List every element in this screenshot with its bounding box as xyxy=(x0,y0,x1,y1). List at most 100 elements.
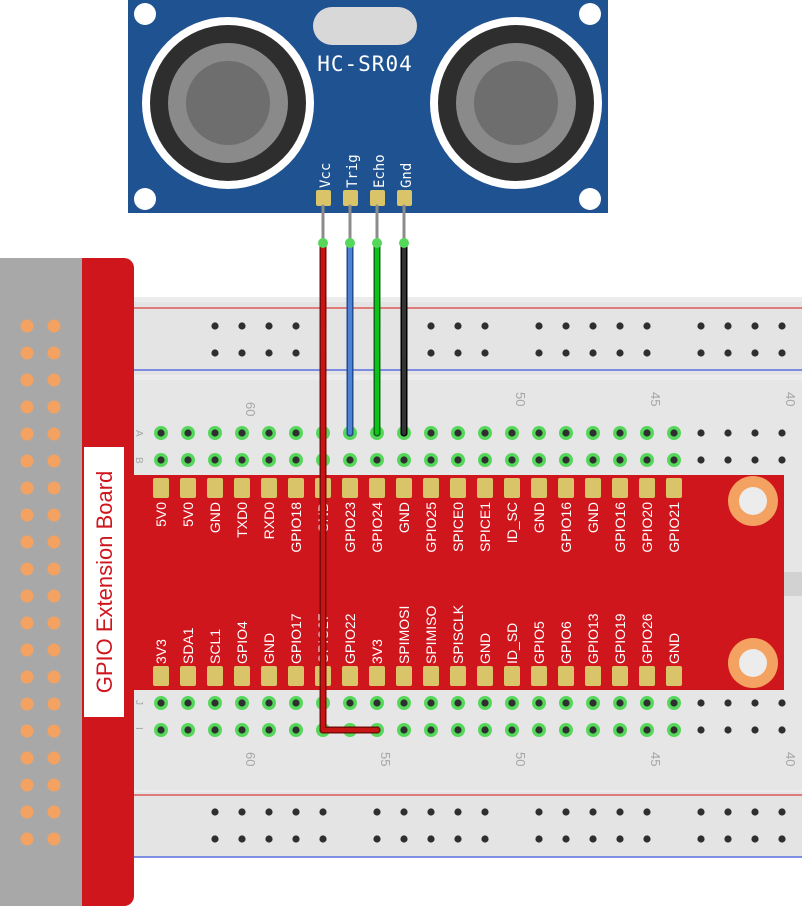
breadboard-hole[interactable] xyxy=(184,456,192,464)
breadboard-hole[interactable] xyxy=(535,456,543,464)
rail-hole[interactable] xyxy=(589,349,597,357)
rail-hole[interactable] xyxy=(643,322,651,330)
breadboard-hole[interactable] xyxy=(238,456,246,464)
breadboard-hole[interactable] xyxy=(346,456,354,464)
breadboard-hole[interactable] xyxy=(724,726,732,734)
rail-hole[interactable] xyxy=(535,349,543,357)
rail-hole[interactable] xyxy=(427,322,435,330)
breadboard-hole[interactable] xyxy=(481,726,489,734)
breadboard-hole[interactable] xyxy=(751,699,759,707)
breadboard-hole[interactable] xyxy=(724,699,732,707)
rail-hole[interactable] xyxy=(562,808,570,816)
breadboard-hole[interactable] xyxy=(184,429,192,437)
rail-hole[interactable] xyxy=(751,835,759,843)
breadboard-hole[interactable] xyxy=(751,456,759,464)
breadboard-hole[interactable] xyxy=(643,429,651,437)
breadboard-hole[interactable] xyxy=(724,456,732,464)
rail-hole[interactable] xyxy=(697,322,705,330)
rail-hole[interactable] xyxy=(643,808,651,816)
rail-hole[interactable] xyxy=(292,322,300,330)
rail-hole[interactable] xyxy=(238,835,246,843)
breadboard-hole[interactable] xyxy=(346,699,354,707)
rail-hole[interactable] xyxy=(400,808,408,816)
rail-hole[interactable] xyxy=(724,349,732,357)
rail-hole[interactable] xyxy=(562,835,570,843)
breadboard-hole[interactable] xyxy=(292,456,300,464)
rail-hole[interactable] xyxy=(778,835,786,843)
rail-hole[interactable] xyxy=(292,808,300,816)
breadboard-hole[interactable] xyxy=(670,699,678,707)
breadboard-hole[interactable] xyxy=(697,429,705,437)
breadboard-hole[interactable] xyxy=(157,429,165,437)
rail-hole[interactable] xyxy=(427,835,435,843)
breadboard-hole[interactable] xyxy=(697,699,705,707)
breadboard-hole[interactable] xyxy=(238,726,246,734)
rail-hole[interactable] xyxy=(697,808,705,816)
breadboard-hole[interactable] xyxy=(670,726,678,734)
breadboard-hole[interactable] xyxy=(616,699,624,707)
breadboard-hole[interactable] xyxy=(508,699,516,707)
breadboard-hole[interactable] xyxy=(454,726,462,734)
rail-hole[interactable] xyxy=(751,322,759,330)
breadboard-hole[interactable] xyxy=(211,726,219,734)
rail-hole[interactable] xyxy=(481,349,489,357)
breadboard-hole[interactable] xyxy=(751,429,759,437)
rail-hole[interactable] xyxy=(211,349,219,357)
rail-hole[interactable] xyxy=(481,835,489,843)
breadboard-hole[interactable] xyxy=(265,726,273,734)
breadboard-hole[interactable] xyxy=(238,429,246,437)
breadboard-hole[interactable] xyxy=(562,429,570,437)
rail-hole[interactable] xyxy=(427,349,435,357)
breadboard-hole[interactable] xyxy=(400,699,408,707)
breadboard-hole[interactable] xyxy=(508,429,516,437)
breadboard-hole[interactable] xyxy=(643,456,651,464)
breadboard-hole[interactable] xyxy=(292,726,300,734)
breadboard-hole[interactable] xyxy=(427,456,435,464)
breadboard-hole[interactable] xyxy=(454,699,462,707)
breadboard-hole[interactable] xyxy=(778,726,786,734)
rail-hole[interactable] xyxy=(454,808,462,816)
breadboard-hole[interactable] xyxy=(373,456,381,464)
rail-hole[interactable] xyxy=(589,835,597,843)
breadboard-hole[interactable] xyxy=(589,429,597,437)
rail-hole[interactable] xyxy=(535,835,543,843)
rail-hole[interactable] xyxy=(319,835,327,843)
wire-vcc-red[interactable] xyxy=(319,239,381,734)
breadboard-hole[interactable] xyxy=(643,726,651,734)
rail-hole[interactable] xyxy=(265,322,273,330)
rail-hole[interactable] xyxy=(643,349,651,357)
rail-hole[interactable] xyxy=(562,349,570,357)
rail-hole[interactable] xyxy=(265,835,273,843)
breadboard-hole[interactable] xyxy=(157,726,165,734)
breadboard-hole[interactable] xyxy=(778,429,786,437)
rail-hole[interactable] xyxy=(292,349,300,357)
breadboard-hole[interactable] xyxy=(454,456,462,464)
breadboard-hole[interactable] xyxy=(292,429,300,437)
breadboard-hole[interactable] xyxy=(238,699,246,707)
rail-hole[interactable] xyxy=(616,808,624,816)
rail-hole[interactable] xyxy=(292,835,300,843)
breadboard-hole[interactable] xyxy=(454,429,462,437)
rail-hole[interactable] xyxy=(427,808,435,816)
breadboard-hole[interactable] xyxy=(265,456,273,464)
rail-hole[interactable] xyxy=(319,808,327,816)
breadboard-hole[interactable] xyxy=(616,726,624,734)
rail-hole[interactable] xyxy=(481,808,489,816)
sensor-pin-vcc[interactable] xyxy=(316,190,331,206)
rail-hole[interactable] xyxy=(481,322,489,330)
breadboard-hole[interactable] xyxy=(670,429,678,437)
breadboard-hole[interactable] xyxy=(616,429,624,437)
breadboard-hole[interactable] xyxy=(643,699,651,707)
breadboard-hole[interactable] xyxy=(265,699,273,707)
breadboard-hole[interactable] xyxy=(400,456,408,464)
breadboard-hole[interactable] xyxy=(400,726,408,734)
rail-hole[interactable] xyxy=(589,322,597,330)
breadboard-hole[interactable] xyxy=(481,699,489,707)
breadboard-hole[interactable] xyxy=(184,699,192,707)
breadboard-hole[interactable] xyxy=(481,456,489,464)
breadboard-hole[interactable] xyxy=(697,726,705,734)
rail-hole[interactable] xyxy=(562,322,570,330)
rail-hole[interactable] xyxy=(211,322,219,330)
rail-hole[interactable] xyxy=(238,349,246,357)
rail-hole[interactable] xyxy=(724,808,732,816)
